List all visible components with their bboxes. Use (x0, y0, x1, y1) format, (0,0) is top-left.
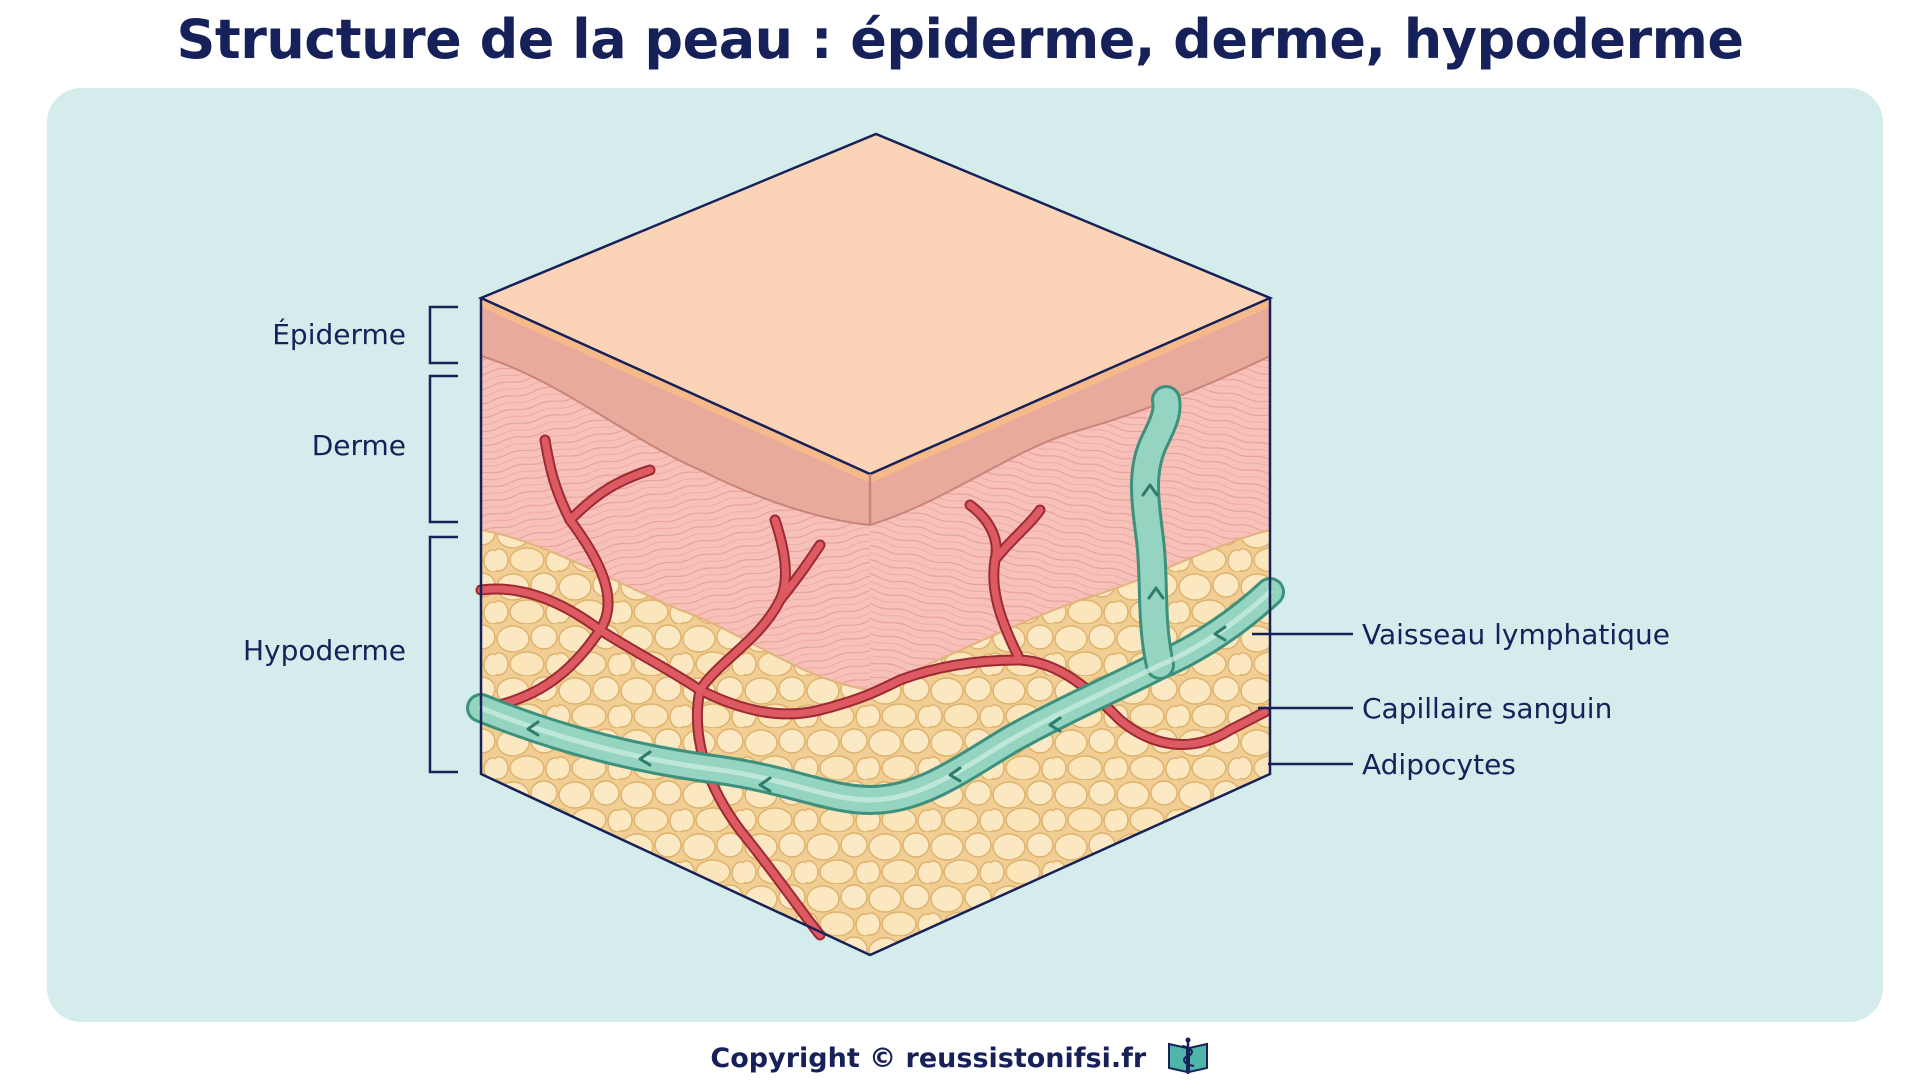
label-derme: Derme (312, 429, 406, 462)
copyright-text: Copyright © reussistonifsi.fr (710, 1043, 1147, 1074)
diagram-title: Structure de la peau : épiderme, derme, … (176, 8, 1745, 71)
capillary-network (475, 434, 1271, 941)
layer-brackets (428, 305, 458, 774)
epidermis-side-left (481, 298, 870, 525)
epiderme-bracket (428, 305, 458, 365)
leader-lines (1252, 632, 1353, 766)
label-adipocytes: Adipocytes (1362, 748, 1516, 781)
lymphatic-vessel (466, 385, 1285, 815)
cube-outline (479, 298, 1272, 957)
derme-bracket (428, 374, 458, 524)
label-hypoderme: Hypoderme (243, 634, 406, 667)
epidermis-side-right (870, 298, 1270, 525)
label-vaisseau-lymphatique: Vaisseau lymphatique (1362, 618, 1670, 651)
footer: Copyright © reussistonifsi.fr (0, 1036, 1920, 1083)
label-capillaire-sanguin: Capillaire sanguin (1362, 692, 1612, 725)
hypoderme-bracket (428, 535, 458, 774)
book-caduceus-icon (1166, 1036, 1210, 1083)
label-epiderme: Épiderme (272, 317, 406, 351)
